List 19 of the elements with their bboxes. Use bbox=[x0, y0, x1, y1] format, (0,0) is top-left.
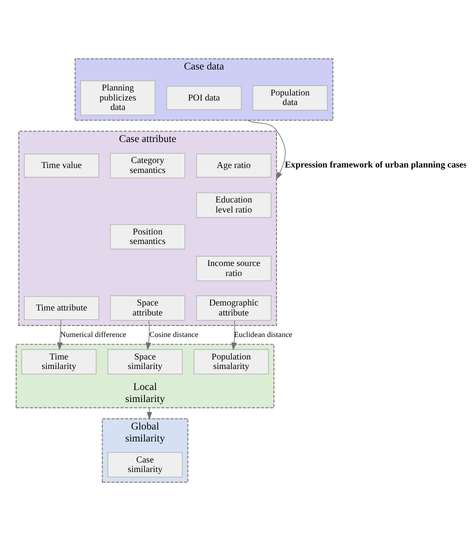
node-box: Education level ratio bbox=[196, 192, 272, 218]
node-box: Demographic attribute bbox=[196, 294, 272, 320]
arrow bbox=[146, 320, 152, 350]
node-box: Case similarity bbox=[108, 452, 183, 477]
node-box: Space similarity bbox=[108, 348, 183, 374]
node-box: Time similarity bbox=[21, 348, 96, 374]
node-box: Age ratio bbox=[196, 153, 272, 178]
node-box: Time attribute bbox=[24, 296, 100, 320]
node-box: Population simalarity bbox=[194, 348, 269, 374]
node-box: Income source ratio bbox=[196, 255, 272, 281]
node-box: Planning publicizes data bbox=[80, 80, 156, 115]
node-box: Position semantics bbox=[110, 224, 186, 249]
arrow bbox=[57, 319, 63, 350]
node-box: Category semantics bbox=[110, 152, 186, 178]
node-box: Time value bbox=[24, 153, 100, 178]
node-box: Population data bbox=[252, 84, 328, 110]
arrow bbox=[247, 119, 286, 180]
node-box: Space attribute bbox=[110, 294, 186, 320]
node-box: POI data bbox=[166, 85, 242, 110]
